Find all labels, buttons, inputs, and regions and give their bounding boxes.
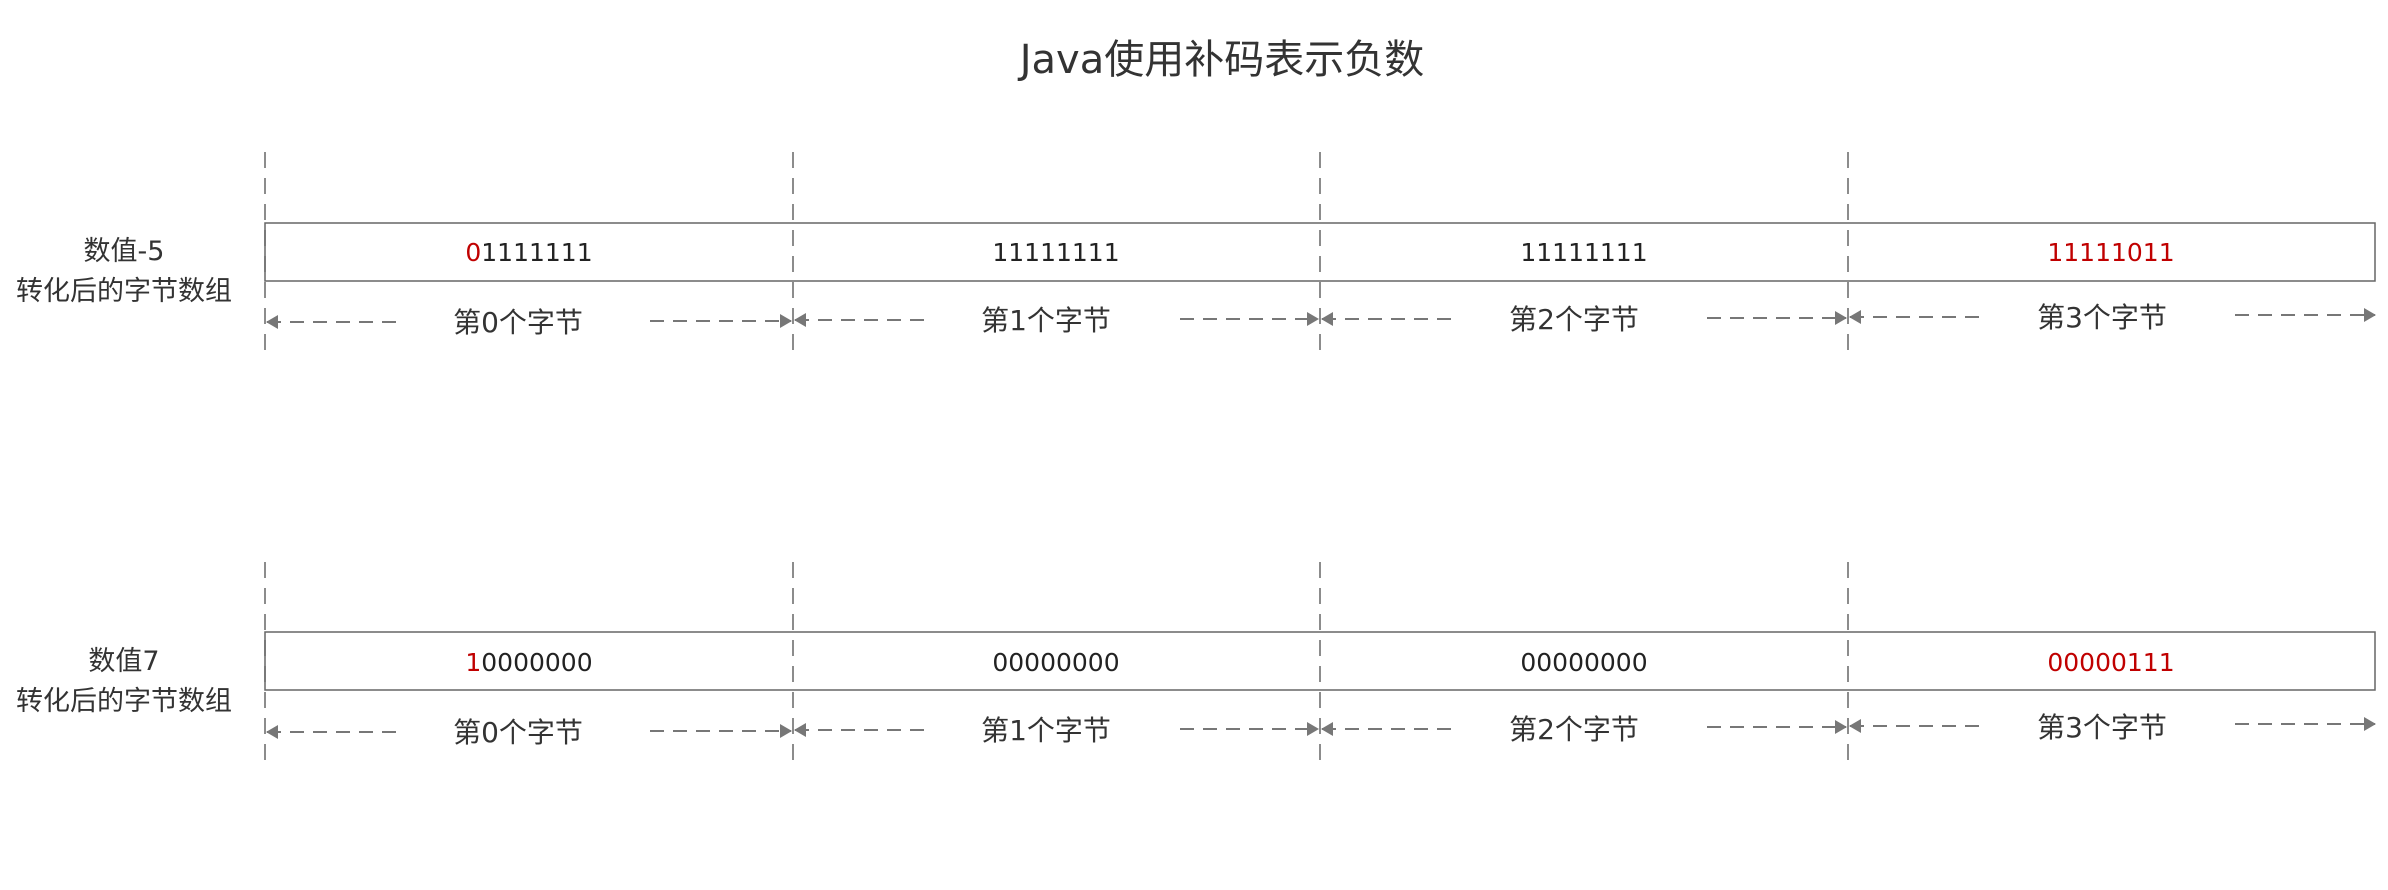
row-label-line2: 转化后的字节数组 bbox=[16, 276, 232, 307]
byte-value-highlight: 1 bbox=[465, 648, 481, 677]
byte-span-arrows bbox=[266, 308, 2376, 329]
byte-array-box bbox=[264, 631, 2376, 691]
byte-value: 00000000 bbox=[992, 648, 1119, 677]
byte-index-label: 第1个字节 bbox=[981, 304, 1111, 337]
row-label-line1: 数值-5 bbox=[84, 236, 165, 267]
byte-value: 11111011 bbox=[2047, 238, 2174, 267]
byte-index-label: 第1个字节 bbox=[981, 714, 1111, 747]
byte-dividers bbox=[264, 152, 1849, 352]
byte-value: 00000000 bbox=[1520, 648, 1647, 677]
byte-value: 11111111 bbox=[1520, 238, 1647, 267]
byte-index-label: 第2个字节 bbox=[1509, 303, 1639, 336]
byte-index-label: 第3个字节 bbox=[2037, 711, 2167, 744]
byte-value: 00000111 bbox=[2047, 648, 2174, 677]
byte-index-label: 第0个字节 bbox=[453, 306, 583, 339]
byte-index-label: 第0个字节 bbox=[453, 716, 583, 749]
byte-array-box bbox=[264, 222, 2376, 282]
byte-index-label: 第2个字节 bbox=[1509, 713, 1639, 746]
byte-value-highlight: 00000111 bbox=[2047, 648, 2174, 677]
row-label-line1: 数值7 bbox=[88, 646, 159, 677]
byte-value-rest: 00000000 bbox=[992, 648, 1119, 677]
byte-value: 10000000 bbox=[465, 648, 592, 677]
byte-value-rest: 1111111 bbox=[481, 238, 592, 267]
row-positive-seven: 数值7 转化后的字节数组 10000000 00000000 00000000 … bbox=[16, 562, 2376, 762]
byte-span-arrows bbox=[266, 717, 2376, 739]
byte-value: 01111111 bbox=[465, 238, 592, 267]
byte-value-rest: 0000000 bbox=[481, 648, 592, 677]
byte-value-highlight: 0 bbox=[465, 238, 481, 267]
byte-value-rest: 00000000 bbox=[1520, 648, 1647, 677]
byte-index-label: 第3个字节 bbox=[2037, 301, 2167, 334]
byte-dividers bbox=[264, 562, 1849, 762]
diagram-title: Java使用补码表示负数 bbox=[1017, 37, 1425, 83]
byte-value-highlight: 11111011 bbox=[2047, 238, 2174, 267]
byte-value: 11111111 bbox=[992, 238, 1119, 267]
row-label-line2: 转化后的字节数组 bbox=[16, 686, 232, 717]
row-negative-five: 数值-5 转化后的字节数组 01111111 11111111 11111111… bbox=[16, 152, 2376, 352]
byte-value-rest: 11111111 bbox=[1520, 238, 1647, 267]
byte-value-rest: 11111111 bbox=[992, 238, 1119, 267]
